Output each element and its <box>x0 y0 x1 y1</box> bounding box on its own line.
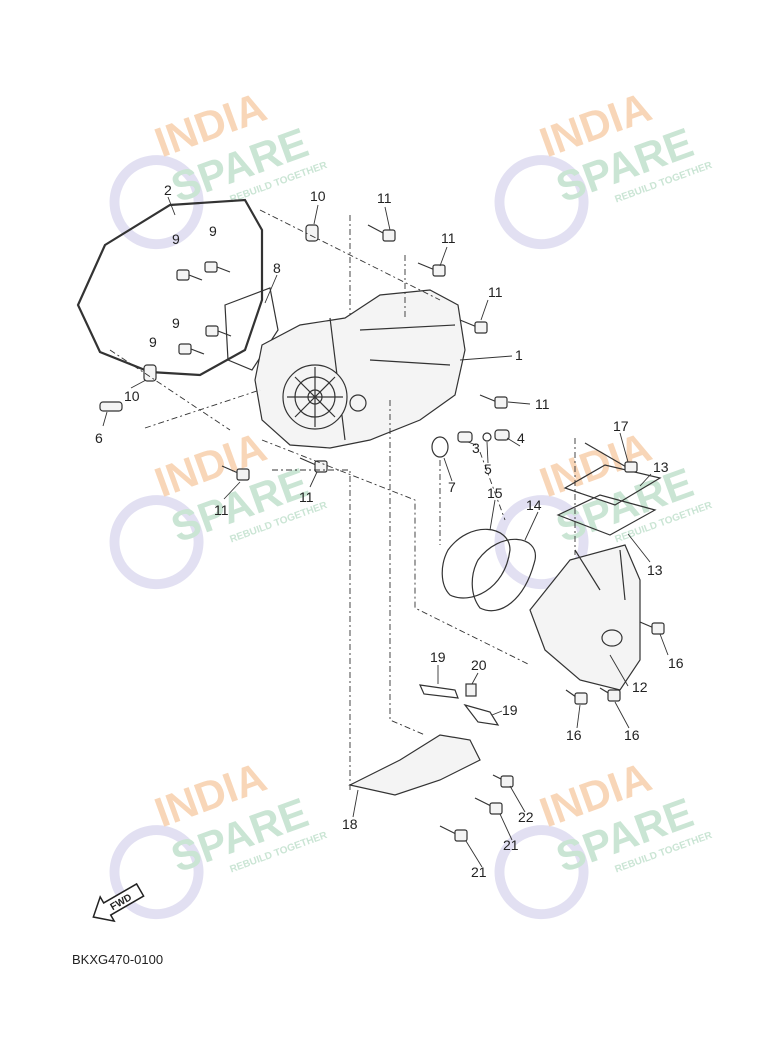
bolt-part-9 <box>205 325 232 337</box>
callout-9: 9 <box>209 223 217 239</box>
bolt-part-22 <box>492 774 514 788</box>
callout-labels: 1 2 3 4 5 6 7 8 9 9 9 9 10 10 11 11 11 1… <box>95 182 684 880</box>
clip-part-19-right <box>463 703 500 726</box>
callout-2: 2 <box>164 182 172 198</box>
bolt-part-11 <box>479 394 508 409</box>
callout-21: 21 <box>503 837 519 853</box>
callout-12: 12 <box>632 679 648 695</box>
gasket-part-13-upper <box>563 464 662 506</box>
seal-part-14 <box>471 538 536 612</box>
callout-11: 11 <box>214 502 229 518</box>
watermark-layer: INDIA SPARE REBUILD TOGETHER INDIA SPARE… <box>109 83 714 920</box>
gasket-part-2 <box>76 198 264 377</box>
callout-3: 3 <box>472 440 480 456</box>
bolt-part-21 <box>474 797 503 815</box>
fitting-part-4 <box>494 429 510 441</box>
callout-10: 10 <box>124 388 140 404</box>
callout-17: 17 <box>613 418 629 434</box>
bolt-part-16 <box>599 687 621 702</box>
callout-11: 11 <box>441 230 456 246</box>
fitting-part-3 <box>457 431 473 443</box>
callout-9: 9 <box>149 334 157 350</box>
callout-22: 22 <box>518 809 534 825</box>
plug-part-7 <box>431 436 449 458</box>
bolt-part-11 <box>221 465 250 481</box>
gasket-part-13-lower <box>556 494 657 536</box>
bolt-part-11 <box>299 457 328 473</box>
callout-16: 16 <box>668 655 684 671</box>
callout-13: 13 <box>653 459 669 475</box>
callout-10: 10 <box>310 188 326 204</box>
dowel-part-6 <box>99 401 123 412</box>
callout-11: 11 <box>488 284 503 300</box>
callout-9: 9 <box>172 315 180 331</box>
diagram-code: BKXG470-0100 <box>72 952 164 967</box>
callout-13: 13 <box>647 562 663 578</box>
callout-16: 16 <box>566 727 582 743</box>
watermark-logo: INDIA SPARE REBUILD TOGETHER <box>494 83 714 250</box>
bolt-head-17 <box>624 461 638 473</box>
callout-19: 19 <box>502 702 518 718</box>
air-duct-part-12 <box>529 544 641 691</box>
callout-1: 1 <box>515 347 523 363</box>
assembly-lines <box>109 209 576 790</box>
bolt-part-11 <box>459 319 488 334</box>
bolt-part-9 <box>178 343 205 355</box>
callout-11: 11 <box>535 396 550 412</box>
bolt-part-11 <box>367 224 396 242</box>
callout-14: 14 <box>526 497 542 513</box>
callout-9: 9 <box>172 231 180 247</box>
bolt-part-21 <box>439 825 468 842</box>
callout-21: 21 <box>471 864 487 880</box>
callout-19: 19 <box>430 649 446 665</box>
callout-7: 7 <box>448 479 456 495</box>
watermark-logo: INDIA SPARE REBUILD TOGETHER <box>494 753 714 920</box>
crankcase-cover-part-1 <box>254 289 466 449</box>
callout-18: 18 <box>342 816 358 832</box>
callout-11: 11 <box>299 489 314 505</box>
bolt-part-11 <box>417 262 446 277</box>
callout-11: 11 <box>377 190 392 206</box>
leader-lines <box>102 196 669 868</box>
callout-6: 6 <box>95 430 103 446</box>
bolt-part-9 <box>204 261 231 273</box>
under-cover-part-18 <box>348 734 481 796</box>
collar-part-10-upper <box>305 224 319 242</box>
callout-16: 16 <box>624 727 640 743</box>
bolt-part-17 <box>584 442 629 469</box>
seal-part-15 <box>441 528 511 599</box>
clip-part-19-left <box>419 684 459 699</box>
callout-15: 15 <box>487 485 503 501</box>
collar-part-10-lower <box>143 364 157 382</box>
bolt-part-16 <box>565 689 588 705</box>
clip-part-20 <box>465 683 477 697</box>
bolt-part-9 <box>176 269 203 281</box>
bolt-part-16 <box>639 621 665 635</box>
callout-4: 4 <box>517 430 525 446</box>
callout-20: 20 <box>471 657 487 673</box>
callout-5: 5 <box>484 461 492 477</box>
clip-part-5 <box>482 432 492 442</box>
callout-8: 8 <box>273 260 281 276</box>
